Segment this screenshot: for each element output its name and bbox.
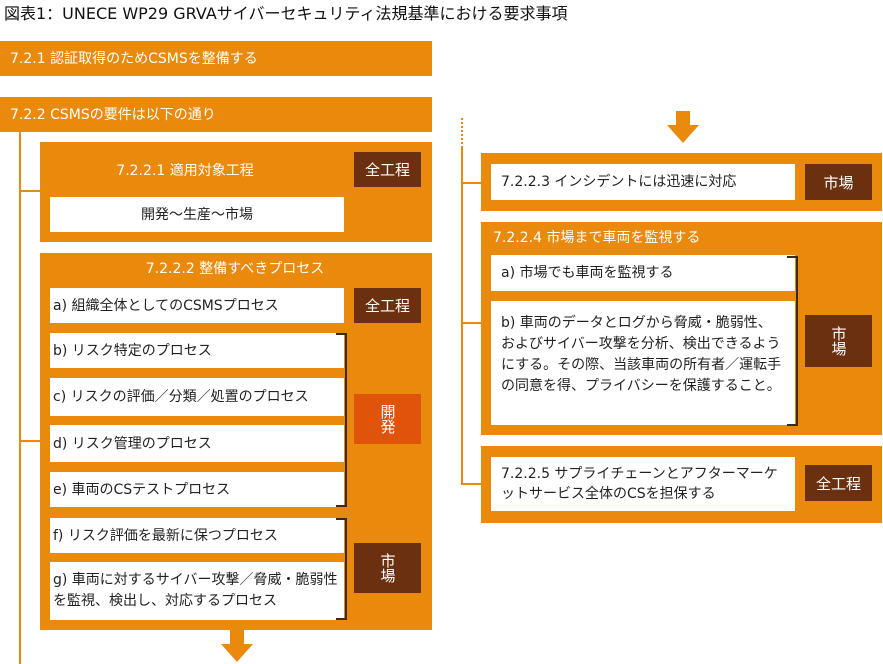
market-bracket [336,518,347,620]
process-item-g: g) 車両に対するサイバー攻撃／脅威・脆弱性を監視、検出し、対応するプロセス [50,562,344,620]
section-7-2-1-label: 7.2.1 認証取得のためCSMSを整備する [10,50,258,67]
incident-market-badge: 市場 [805,164,872,200]
right-connector-line [461,148,463,484]
section-7-2-2-1: 7.2.2.1 適用対象工程 全工程 開発～生産～市場 [40,142,432,242]
section-7-2-2-2: 7.2.2.2 整備すべきプロセス a) 組織全体としてのCSMSプロセス 全工… [40,253,432,630]
market-badge-left: 市場 [354,543,421,593]
section-7-2-2: 7.2.2 CSMSの要件は以下の通り [0,97,432,132]
connector-7-2-2-5 [461,483,481,485]
section-7-2-2-5-label: 7.2.2.5 サプライチェーンとアフターマーケットサービス全体のCSを担保する [491,457,795,511]
process-item-f: f) リスク評価を最新に保つプロセス [50,518,344,553]
dev-badge: 開発 [354,394,421,444]
process-a-all-badge: 全工程 [354,288,421,323]
connector-7-2-2-1 [19,190,40,192]
section-7-2-2-5: 7.2.2.5 サプライチェーンとアフターマーケットサービス全体のCSを担保する… [481,446,882,523]
section-7-2-2-3: 7.2.2.3 インシデントには迅速に対応 市場 [481,153,882,211]
left-connector-line [19,132,21,664]
connector-7-2-2-4 [461,322,481,324]
process-item-b: b) リスク特定のプロセス [50,333,344,368]
down-arrow-icon [667,111,699,143]
supply-chain-all-badge: 全工程 [805,465,872,501]
monitor-item-a: a) 市場でも車両を監視する [491,255,795,291]
process-item-e: e) 車両のCSテストプロセス [50,472,344,507]
figure-title: 図表1：UNECE WP29 GRVAサイバーセキュリティ法規基準における要求事… [4,4,568,23]
monitor-market-badge: 市場 [805,315,872,367]
process-item-c: c) リスクの評価／分類／処置のプロセス [50,378,344,416]
section-7-2-2-label: 7.2.2 CSMSの要件は以下の通り [10,106,216,123]
process-item-d: d) リスク管理のプロセス [50,425,344,462]
section-7-2-1: 7.2.1 認証取得のためCSMSを整備する [0,41,432,76]
process-item-a: a) 組織全体としてのCSMSプロセス [50,288,344,323]
down-arrow-icon [221,630,253,662]
monitor-item-b: b) 車両のデータとログから脅威・脆弱性、およびサイバー攻撃を分析、検出できるよ… [491,301,795,425]
target-process-value: 開発～生産～市場 [50,197,344,232]
section-7-2-2-4: 7.2.2.4 市場まで車両を監視する a) 市場でも車両を監視する b) 車両… [481,222,882,435]
right-dotted-connector [461,118,463,148]
section-7-2-2-2-title: 7.2.2.2 整備すべきプロセス [145,261,325,277]
section-7-2-2-4-title: 7.2.2.4 市場まで車両を監視する [493,230,701,246]
section-7-2-2-3-label: 7.2.2.3 インシデントには迅速に対応 [491,164,795,200]
monitor-bracket [787,256,798,426]
dev-bracket [336,333,347,507]
connector-7-2-2-3 [461,182,481,184]
all-process-badge: 全工程 [354,152,421,187]
section-7-2-2-1-title: 7.2.2.1 適用対象工程 [116,163,254,179]
connector-7-2-2-2 [19,440,40,442]
